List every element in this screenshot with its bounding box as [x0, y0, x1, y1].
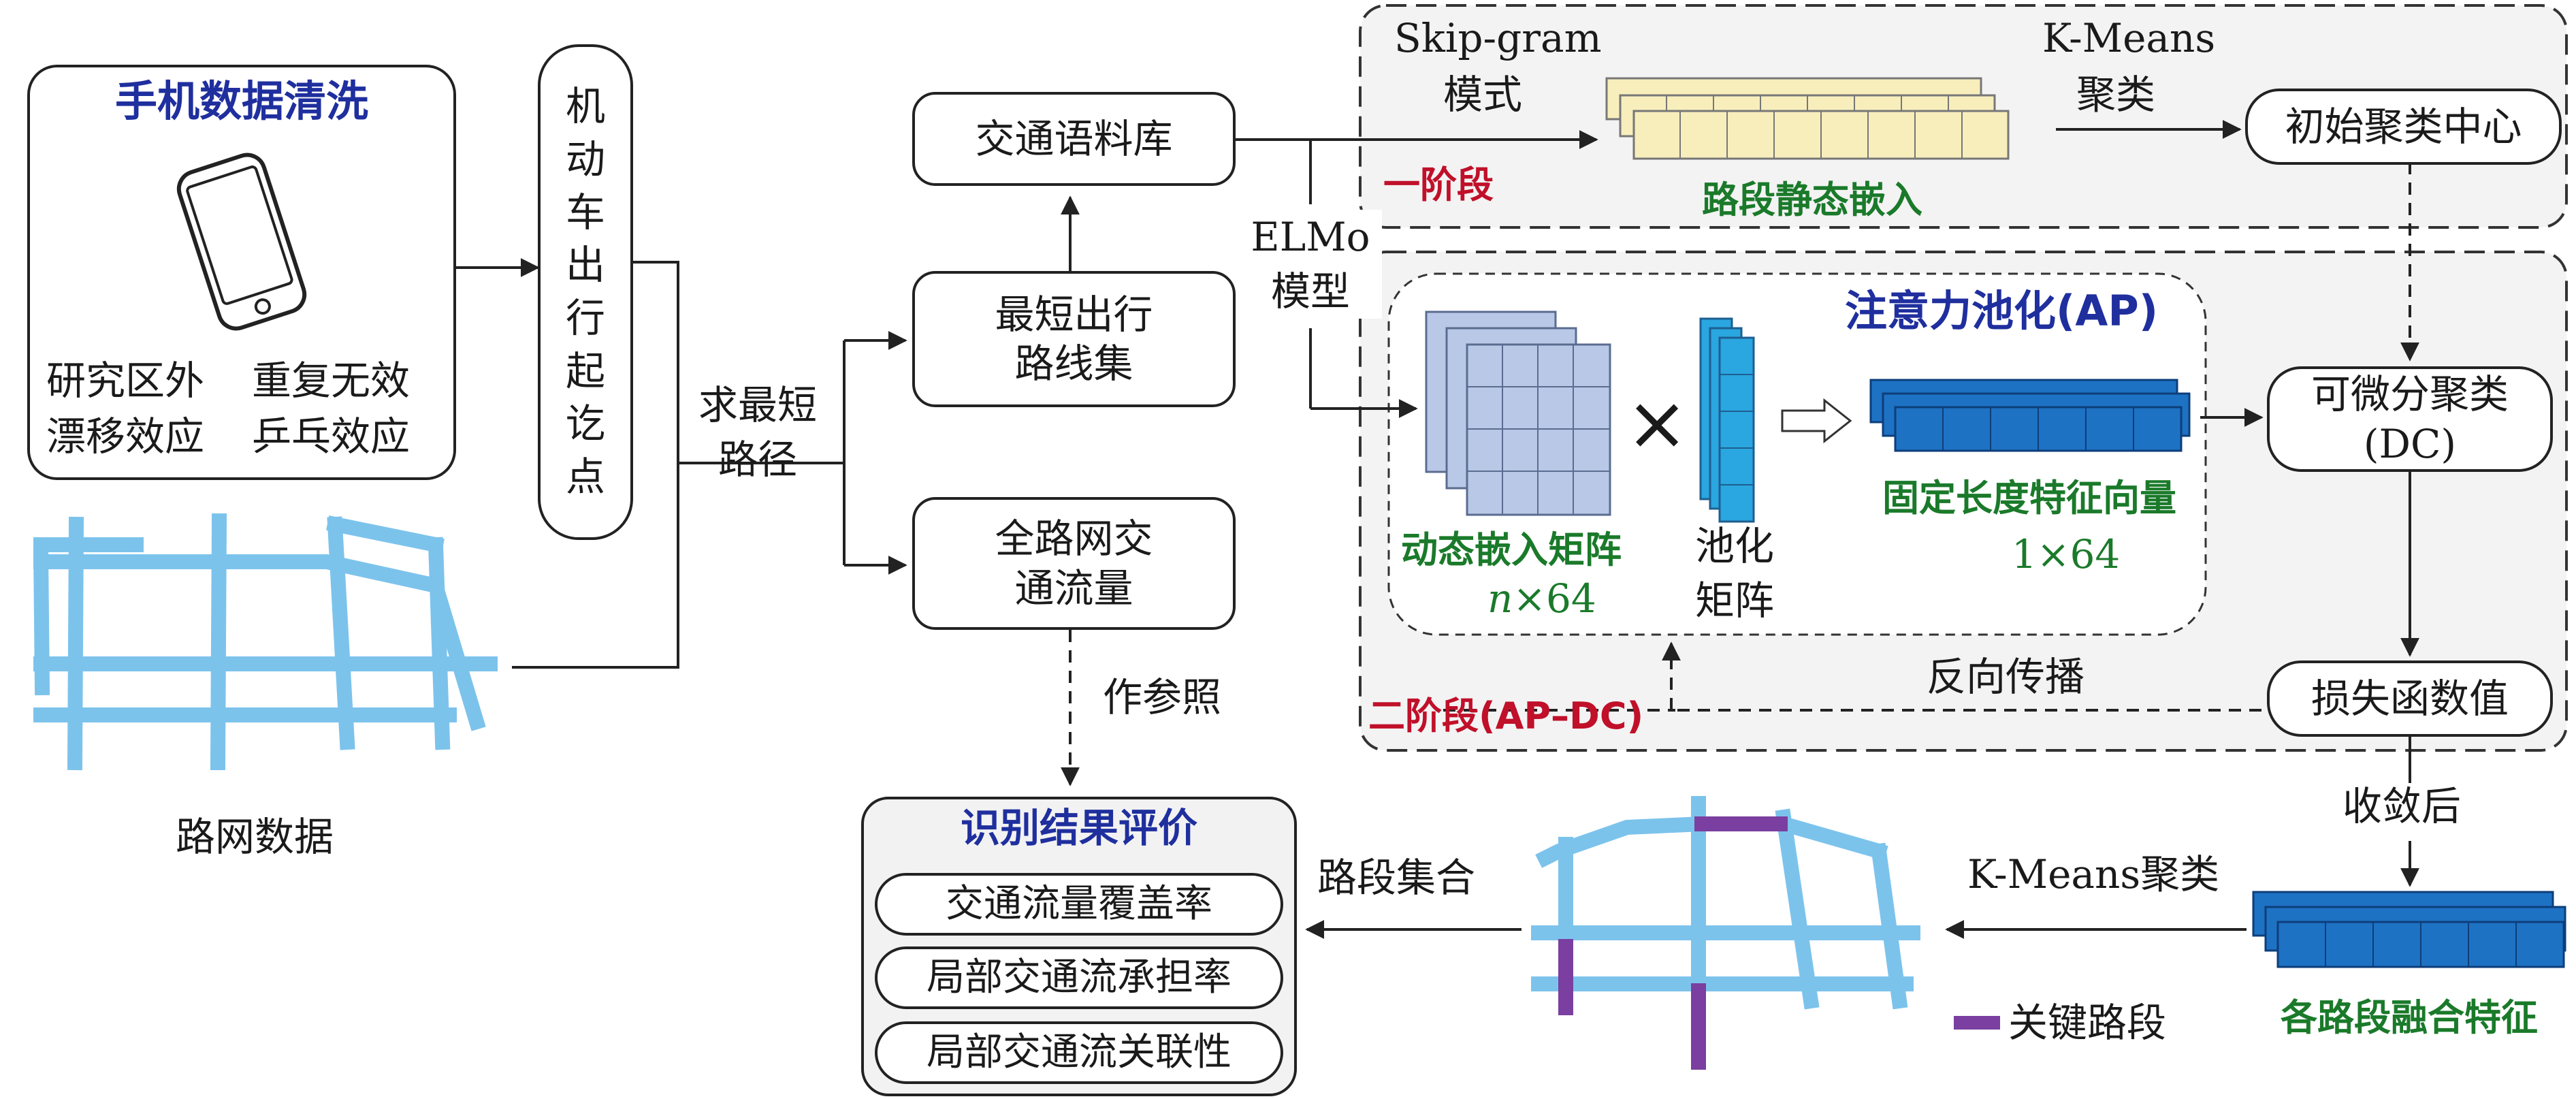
fixed-vector-dim: 1×64: [2012, 531, 2121, 577]
fixed-length-vector-stack: [1869, 379, 2191, 452]
od-box: 机动车出行起讫点: [538, 44, 633, 540]
connectors: [456, 120, 2419, 939]
skipgram-label: Skip-gram: [1394, 15, 1602, 61]
segment-set-label: 路段集合: [1317, 855, 1476, 901]
shortest-path-label: 求最短路径: [698, 382, 817, 483]
kmeans-cluster-label: K-Means聚类: [1967, 851, 2220, 897]
init-center-box: 初始聚类中心: [2245, 89, 2562, 165]
eval-item-local-correlation: 局部交通流关联性: [875, 1021, 1283, 1084]
fused-feature-stack: [2252, 891, 2566, 968]
multiply-icon: ×: [1626, 379, 1689, 466]
dc-box-line-1: 可微分聚类: [2311, 371, 2509, 417]
dynamic-embedding-dim: n×64: [1487, 575, 1596, 623]
eval-item-flow-coverage: 交通流量覆盖率: [875, 873, 1283, 936]
corpus-box: 交通语料库: [912, 92, 1236, 186]
hollow-arrow-icon: [1781, 398, 1852, 444]
dashed-connectors: [1061, 162, 2419, 786]
dc-box: 可微分聚类 (DC): [2267, 366, 2553, 472]
road-data-label: 路网数据: [176, 814, 334, 860]
pool-label-1: 池化: [1695, 523, 1775, 569]
result-road-network: [1531, 796, 1920, 1070]
elmo-label: ELMo模型: [1239, 210, 1382, 319]
key-segment-legend-label: 关键路段: [2008, 1000, 2167, 1046]
phone-item-duplicate-invalid: 重复无效: [252, 357, 410, 404]
mode-label: 模式: [1443, 71, 1523, 118]
fixed-vector-label: 固定长度特征向量: [1882, 477, 2176, 520]
phone-item-outside-area: 研究区外: [46, 357, 205, 404]
cluster-label-top: 聚类: [2076, 71, 2156, 118]
od-box-label: 机动车出行起讫点: [565, 83, 605, 500]
kmeans-label-top: K-Means: [2042, 15, 2216, 61]
eval-item-local-load: 局部交通流承担率: [875, 946, 1283, 1009]
phone-icon: [176, 153, 307, 331]
phone-panel-title: 手机数据清洗: [114, 76, 368, 126]
converge-label: 收敛后: [2338, 783, 2466, 831]
dc-box-line-2: (DC): [2363, 420, 2457, 467]
stage2-label: 二阶段(AP–DC): [1368, 695, 1644, 737]
dynamic-dim-rest: ×64: [1513, 575, 1596, 622]
network-flow-box: 全路网交通流量: [912, 497, 1236, 630]
static-embedding-stack: [1605, 77, 2010, 160]
backprop-label: 反向传播: [1927, 654, 2085, 700]
phone-item-drift-effect: 漂移效应: [46, 413, 205, 460]
ap-title: 注意力池化(AP): [1845, 286, 2159, 336]
stage1-label: 一阶段: [1383, 163, 1494, 206]
fused-feature-label: 各路段融合特征: [2281, 996, 2538, 1039]
dynamic-embedding-label: 动态嵌入矩阵: [1401, 528, 1622, 571]
road-network-map: [33, 513, 498, 771]
dynamic-embedding-matrix: [1425, 310, 1611, 516]
pooling-matrix: [1699, 317, 1755, 523]
loss-box: 损失函数值: [2267, 660, 2553, 737]
phone-item-pingpong-effect: 乒乓效应: [252, 413, 410, 460]
reference-label: 作参照: [1103, 674, 1222, 720]
pool-label-2: 矩阵: [1695, 577, 1775, 624]
shortest-routes-box: 最短出行路线集: [912, 271, 1236, 407]
dynamic-dim-n: n: [1487, 575, 1513, 622]
evaluation-title: 识别结果评价: [960, 805, 1197, 851]
static-embedding-label: 路段静态嵌入: [1702, 178, 1922, 221]
